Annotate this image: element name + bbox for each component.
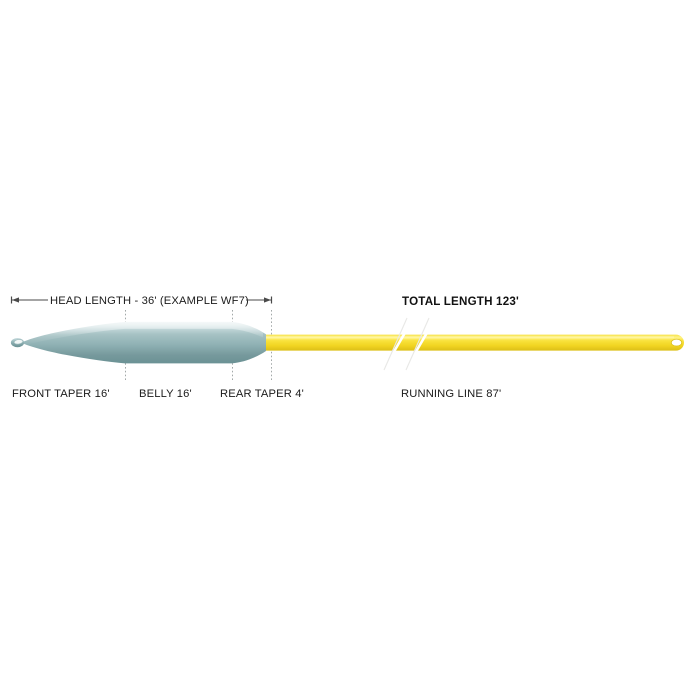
- section-label-running-line: RUNNING LINE 87': [401, 388, 501, 400]
- head-highlight: [22, 321, 263, 346]
- section-label-belly: BELLY 16': [139, 388, 192, 400]
- tip-loop-outline: [13, 339, 24, 345]
- head-body: [10, 321, 266, 364]
- section-label-front-taper: FRONT TAPER 16': [12, 388, 110, 400]
- butt-loop-icon: [671, 339, 682, 346]
- break-mark-right: [412, 330, 430, 356]
- section-labels: FRONT TAPER 16' BELLY 16' REAR TAPER 4' …: [12, 388, 501, 400]
- total-length-label: TOTAL LENGTH 123': [402, 295, 519, 308]
- break-mark-left: [390, 330, 408, 356]
- head-dimension-right-arrowhead: [264, 297, 271, 303]
- break-mark-right-extension: [405, 317, 430, 371]
- section-label-rear-taper: REAR TAPER 4': [220, 388, 304, 400]
- tip-loop-icon: [14, 339, 23, 345]
- running-line-shape: [265, 334, 684, 351]
- head-dimension-left-arrowhead: [12, 297, 19, 303]
- head-length-label: HEAD LENGTH - 36' (EXAMPLE WF7): [50, 295, 249, 307]
- break-mark-left-extension: [383, 317, 408, 371]
- butt-loop-outline: [670, 338, 683, 347]
- head-length-dimension: HEAD LENGTH - 36' (EXAMPLE WF7): [10, 295, 273, 307]
- line-break-marks: [383, 317, 430, 371]
- running-line-body: [265, 334, 684, 351]
- running-line-highlight: [266, 336, 674, 339]
